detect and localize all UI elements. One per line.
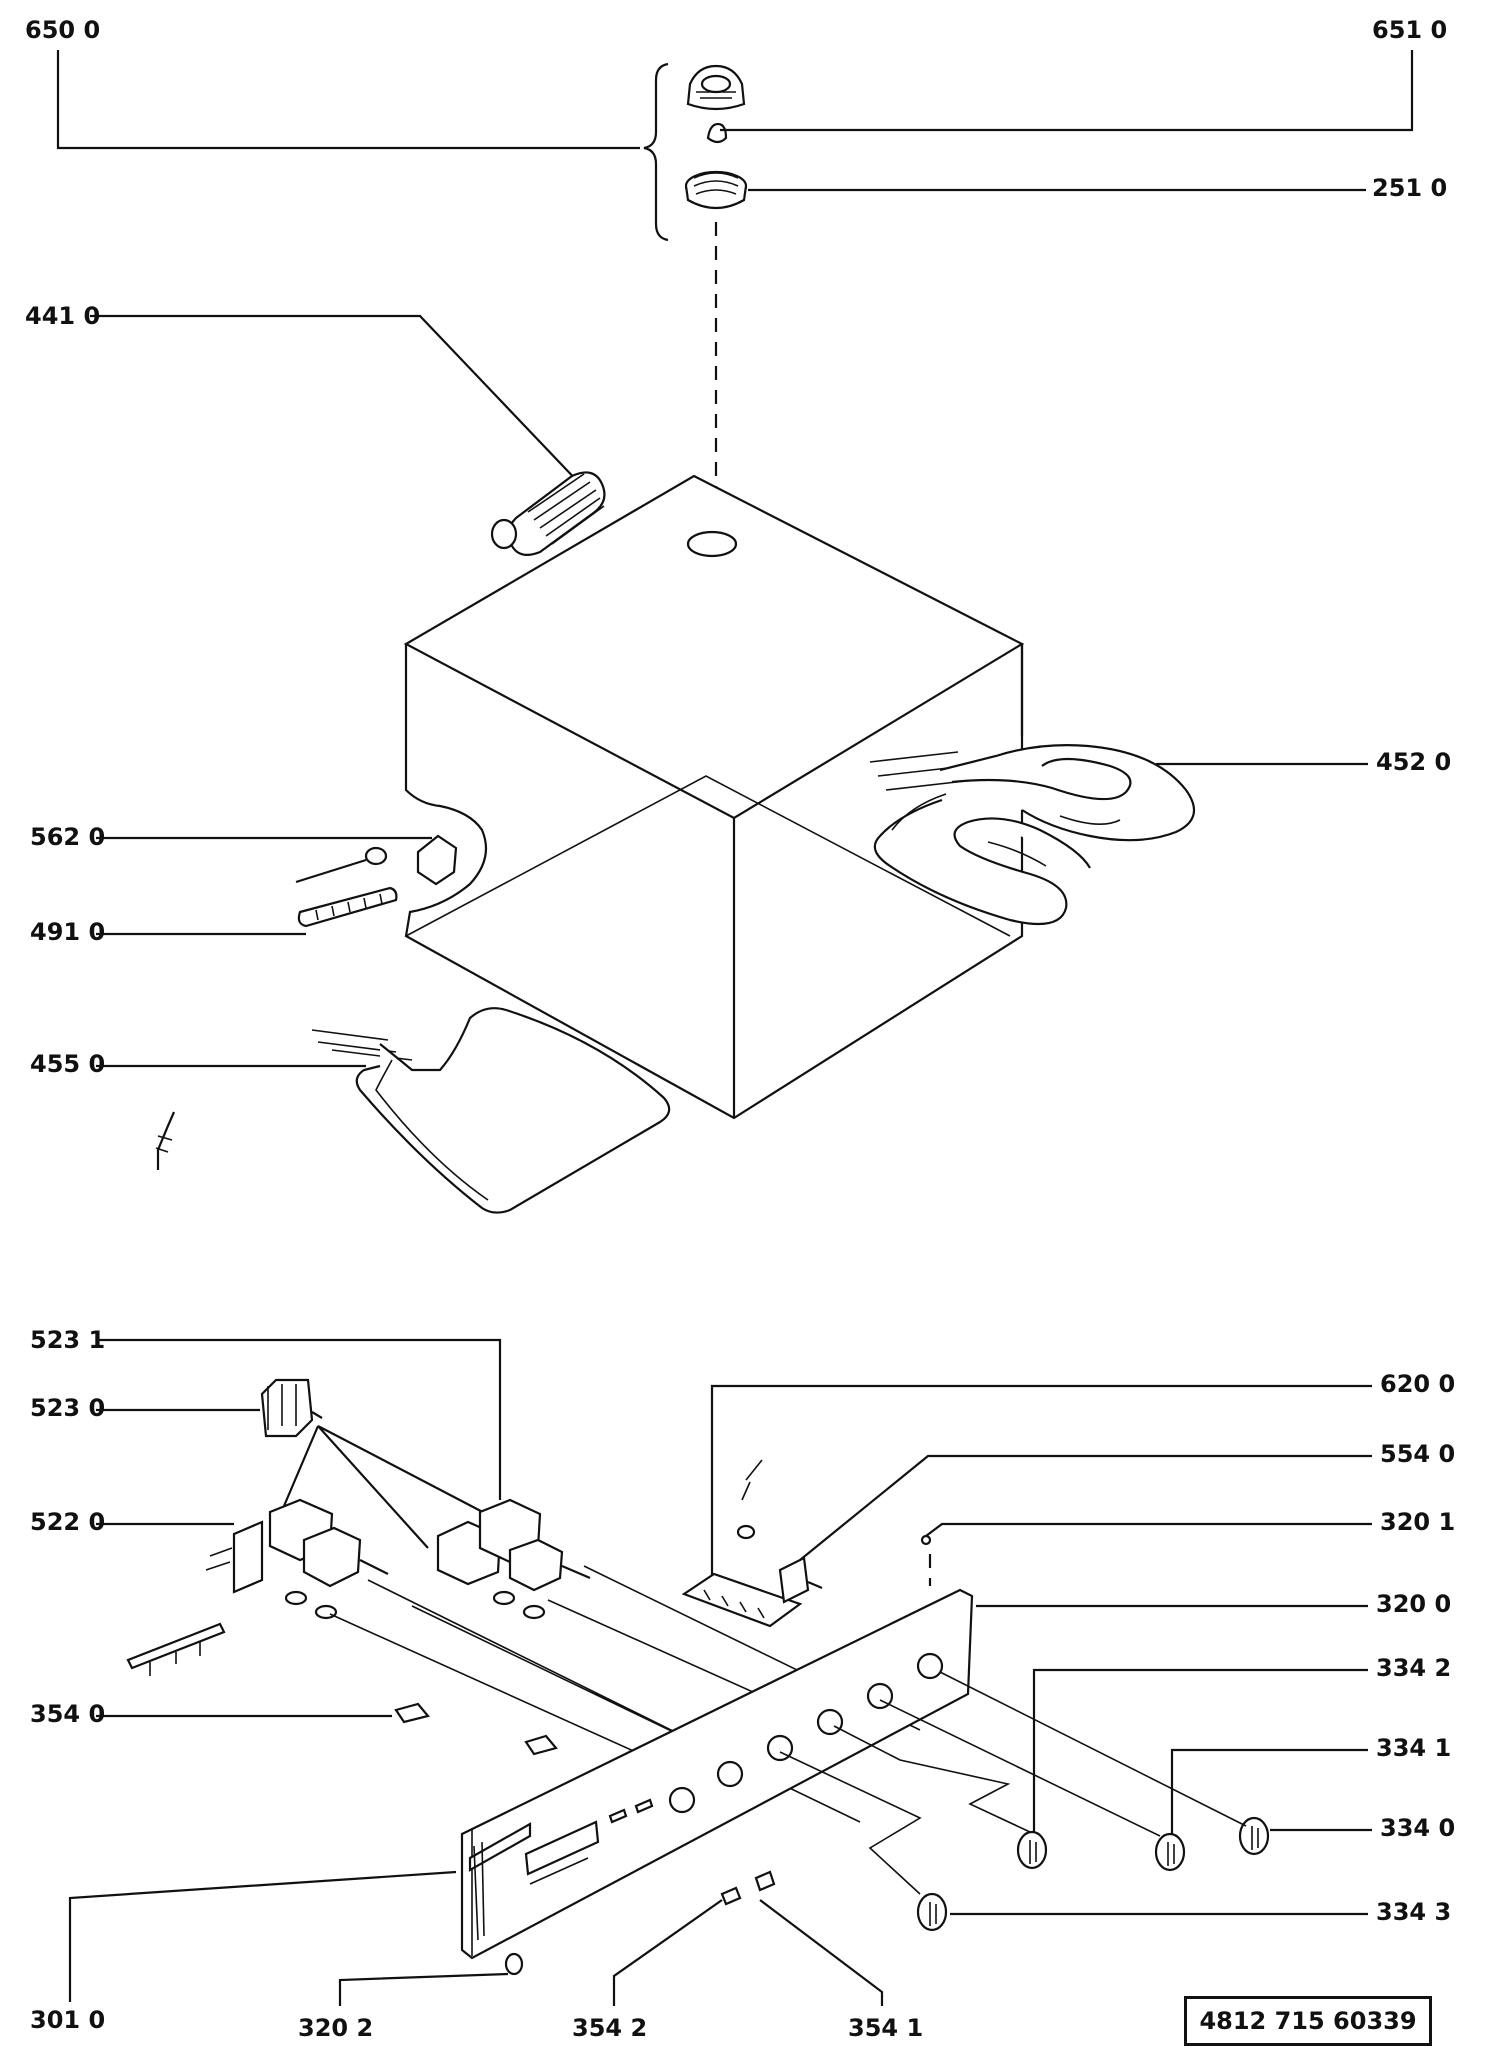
knob-base [684,170,748,210]
gas-tap-right [436,1498,591,1620]
knob-334-1 [1154,1832,1186,1872]
label-562-0: 562 0 [30,823,105,851]
label-620-0: 620 0 [1380,1370,1455,1398]
grill-element [869,744,1196,926]
label-452-0: 452 0 [1376,748,1451,776]
callout-651: 651 0 [720,16,1447,132]
label-334-0: 334 0 [1380,1814,1455,1842]
switch-523 [260,1378,323,1438]
callout-523-0: 523 0 [30,1394,260,1422]
callout-620: 620 0 [710,1370,1455,1576]
label-354-2: 354 2 [572,2014,647,2042]
label-334-2: 334 2 [1376,1654,1451,1682]
label-651-0: 651 0 [1372,16,1447,44]
label-650-0: 650 0 [25,16,100,44]
knob-334-2 [1016,1830,1048,1870]
knob-334-0 [1238,1816,1270,1856]
label-334-1: 334 1 [1376,1734,1451,1762]
document-number: 4812 715 60339 [1184,1996,1432,2046]
callout-523-1: 523 1 [30,1326,502,1500]
callout-334-3: 334 3 [950,1898,1451,1926]
label-554-0: 554 0 [1380,1440,1455,1468]
label-522-0: 522 0 [30,1508,105,1536]
label-455-0: 455 0 [30,1050,105,1078]
small-bracket [155,1111,176,1170]
bottom-element [311,1007,671,1214]
callout-320-2: 320 2 [298,1952,524,2042]
label-354-0: 354 0 [30,1700,105,1728]
label-441-0: 441 0 [25,302,100,330]
control-panel: 320 0 [460,1588,1451,1960]
label-320-0: 320 0 [1376,1590,1451,1618]
callout-452: 452 0 [1156,748,1451,776]
switch-554 [778,1556,823,1604]
callout-334-1: 334 1 [1170,1734,1451,1836]
callout-334-2: 334 2 [1032,1654,1451,1832]
label-491-0: 491 0 [30,918,105,946]
callout-441: 441 0 [25,302,583,487]
callout-354-1: 354 1 [754,1870,923,2042]
callout-354-0: 354 0 [30,1700,392,1728]
callout-455: 455 0 [30,1050,366,1078]
label-251-0: 251 0 [1372,174,1447,202]
callout-562: 562 0 [30,823,432,851]
injector-354-0 [394,1702,558,1756]
callout-522: 522 0 [30,1508,234,1536]
label-354-1: 354 1 [848,2014,923,2042]
knob-clip [706,122,728,144]
label-301-0: 301 0 [30,2006,105,2034]
callout-650: 650 0 [25,16,669,242]
callout-251: 251 0 [748,174,1447,202]
knob-334-3 [916,1892,948,1932]
top-knob [686,64,746,111]
gas-tap-left [205,1498,389,1620]
callout-301: 301 0 [30,1870,457,2034]
terminal-block [297,886,398,928]
terminal-620 [681,1459,803,1628]
callout-354-2: 354 2 [572,1886,742,2042]
label-523-0: 523 0 [30,1394,105,1422]
lamp-assembly [490,471,606,557]
label-334-3: 334 3 [1376,1898,1451,1926]
oven-cavity [403,474,1025,1120]
label-523-1: 523 1 [30,1326,105,1354]
callout-554: 554 0 [799,1440,1455,1561]
callout-320-1: 320 1 [920,1508,1455,1586]
label-320-1: 320 1 [1380,1508,1455,1536]
rail-part [126,1622,226,1676]
label-320-2: 320 2 [298,2014,373,2042]
callout-491: 491 0 [30,918,306,946]
callout-334-0: 334 0 [1270,1814,1455,1842]
thermostat-part [295,834,458,886]
